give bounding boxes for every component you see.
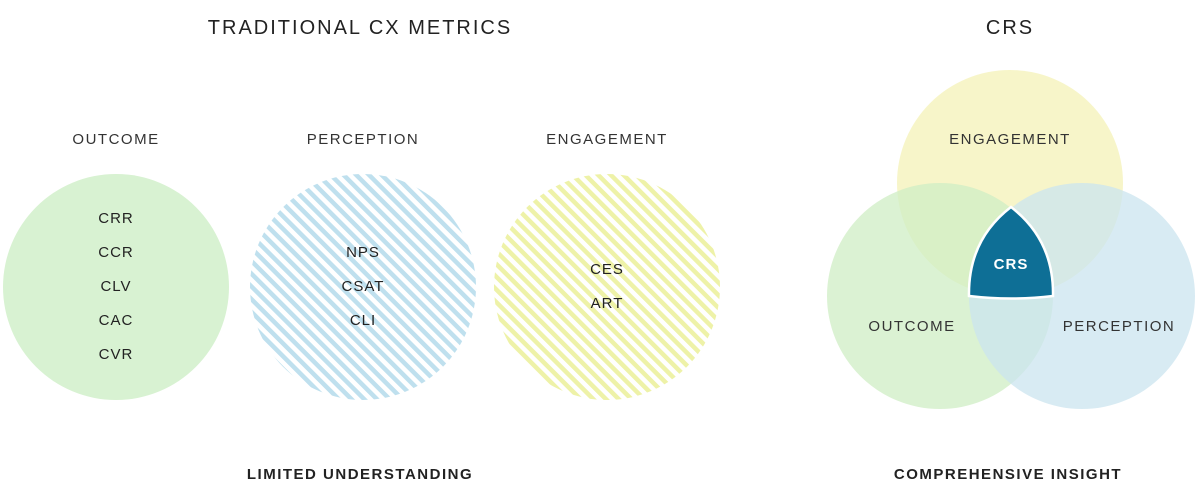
metric-cvr: CVR [98, 346, 134, 363]
perception-metrics: NPS CSAT CLI [313, 236, 413, 338]
traditional-title: TRADITIONAL CX METRICS [207, 17, 513, 39]
metric-nps: NPS [346, 244, 380, 261]
crs-perception-label: PERCEPTION [1062, 318, 1176, 335]
crs-footer: COMPREHENSIVE INSIGHT [893, 466, 1123, 483]
crs-outcome-label: OUTCOME [868, 318, 956, 335]
traditional-footer: LIMITED UNDERSTANDING [246, 466, 474, 483]
metric-cli: CLI [349, 312, 377, 329]
metric-art: ART [590, 295, 624, 312]
metric-ces: CES [590, 261, 624, 278]
perception-label: PERCEPTION [306, 131, 420, 148]
metric-csat: CSAT [341, 278, 385, 295]
metric-clv: CLV [100, 278, 132, 295]
perception-circle [250, 174, 476, 400]
crs-venn [827, 70, 1195, 409]
metric-ccr: CCR [98, 244, 134, 261]
metric-cac: CAC [98, 312, 134, 329]
engagement-label: ENGAGEMENT [546, 131, 668, 148]
outcome-metrics: CRR CCR CLV CAC CVR [66, 202, 166, 372]
engagement-circle [494, 174, 720, 400]
crs-engagement-label: ENGAGEMENT [949, 131, 1071, 148]
outcome-label: OUTCOME [72, 131, 160, 148]
engagement-metrics: CES ART [557, 253, 657, 321]
crs-center-label: CRS [993, 256, 1029, 273]
metric-crr: CRR [98, 210, 134, 227]
crs-title: CRS [985, 17, 1035, 39]
outcome-circle [3, 174, 229, 400]
crs-center-region [967, 205, 1055, 300]
